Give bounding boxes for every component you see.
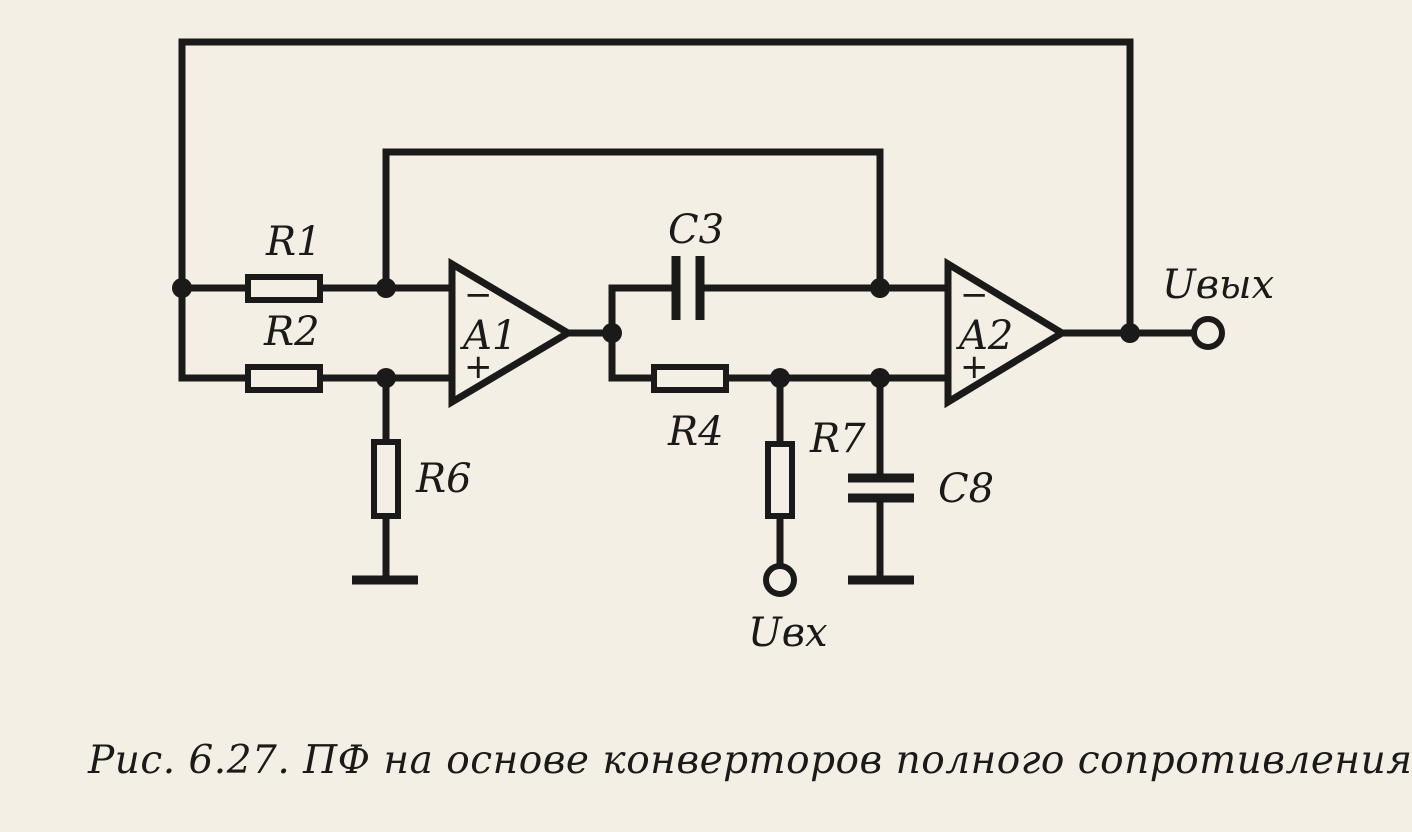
label-r7: R7: [809, 416, 866, 462]
resistor-r2: [245, 364, 323, 393]
label-r1: R1: [265, 219, 322, 265]
label-r4: R4: [667, 409, 724, 455]
capacitor-c8: [848, 473, 914, 503]
a1-noninverting-sign: +: [464, 347, 493, 387]
label-c8: C8: [938, 466, 994, 512]
a2-inverting-sign: −: [960, 275, 989, 315]
label-input: Uвх: [748, 610, 828, 656]
opamp-a2: [944, 257, 1069, 409]
outer-feedback-wire: [178, 38, 1134, 337]
label-r6: R6: [415, 456, 472, 502]
r2-branch-wire: [178, 284, 252, 382]
resistor-r1: [245, 274, 323, 303]
label-c3: C3: [668, 207, 724, 253]
label-r2: R2: [263, 309, 320, 355]
capacitor-c3: [671, 256, 705, 320]
opamp-a1: [448, 257, 575, 409]
r4-left-wire: [608, 329, 658, 382]
resistor-r6: [371, 439, 401, 519]
resistor-r7: [765, 441, 795, 519]
output-terminal: [1191, 316, 1225, 350]
wires: [178, 38, 1198, 584]
label-a2: A2: [955, 313, 1013, 359]
c3-left-wire: [608, 284, 680, 337]
resistor-r4: [651, 364, 729, 393]
label-a1: A1: [459, 313, 517, 359]
input-terminal: [763, 563, 797, 597]
inner-feedback-wire: [382, 148, 884, 292]
label-output: Uвых: [1162, 262, 1274, 308]
a1-inverting-sign: −: [464, 275, 493, 315]
figure-caption: Рис. 6.27. ПФ на основе конверторов полн…: [88, 738, 1412, 783]
junction-dots: [172, 278, 1140, 388]
a2-noninverting-sign: +: [960, 347, 989, 387]
